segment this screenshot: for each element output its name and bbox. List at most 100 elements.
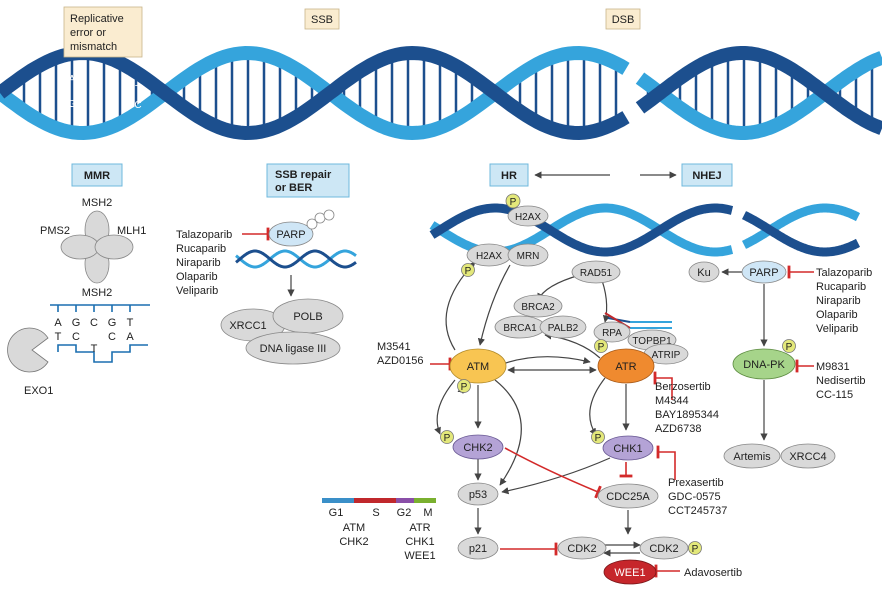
rpa-node	[593, 321, 631, 343]
h2ax-label: H2AX	[476, 251, 502, 262]
phospho-marker-icon	[594, 339, 608, 353]
brca2-label: BRCA2	[521, 302, 555, 313]
replicative-label-2: error or	[70, 27, 106, 39]
h2ax-top-label: H2AX	[515, 212, 541, 223]
mrn-label: MRN	[517, 251, 540, 262]
msh2-bottom-label: MSH2	[82, 287, 113, 299]
mmr-box	[71, 163, 123, 187]
exo1-pacman-icon	[7, 327, 49, 373]
atr-drug-4: AZD6738	[655, 423, 701, 435]
cdk2-right-node	[639, 536, 689, 560]
cdk2-left-label: CDK2	[567, 543, 596, 555]
chk2-node	[452, 434, 504, 460]
cc-col1-item: CHK2	[339, 536, 368, 548]
phospho-label: P	[465, 266, 472, 277]
phase-m-label: M	[423, 507, 432, 519]
phase-s-label: S	[372, 507, 379, 519]
p21-node	[457, 536, 499, 560]
topbp1-label: TOPBP1	[632, 336, 672, 347]
ssb-repair-box	[266, 163, 350, 198]
rad51-label: RAD51	[580, 268, 613, 279]
dna-strand	[429, 203, 734, 257]
ssb-repair-label-2: or BER	[275, 182, 312, 194]
nhej-parp-label: PARP	[749, 267, 778, 279]
phase-g2-label: G2	[397, 507, 412, 519]
phase-bar-g1	[322, 498, 354, 503]
seq-top-5: T	[127, 317, 134, 329]
dsb-label: DSB	[612, 14, 635, 26]
atr-drug-3: BAY1895344	[655, 409, 719, 421]
atm-drug-2: AZD0156	[377, 355, 423, 367]
dnapk-drug-2: Nedisertib	[816, 375, 866, 387]
exo1-label: EXO1	[24, 385, 53, 397]
seq-top-1: A	[54, 317, 62, 329]
chk1-drug-1: Prexasertib	[668, 477, 724, 489]
nhej-drug-2: Rucaparib	[816, 281, 866, 293]
mrn-node	[507, 243, 549, 267]
p53-node	[457, 482, 499, 506]
phospho-marker-icon	[688, 541, 702, 555]
ber-drug-1: Talazoparib	[176, 229, 232, 241]
atm-drug-1: M3541	[377, 341, 411, 353]
dna-strand	[235, 249, 357, 269]
ssb-box	[304, 8, 340, 30]
phospho-marker-icon	[461, 263, 475, 277]
chk1-node	[602, 435, 654, 461]
dna-strand	[235, 249, 357, 269]
base-t: T	[135, 84, 141, 95]
brca2-node	[513, 294, 563, 318]
mlh1-label: MLH1	[117, 225, 146, 237]
atr-label: ATR	[615, 361, 636, 373]
dnapk-drug-3: CC-115	[816, 389, 853, 401]
seq-top-4: G	[108, 317, 117, 329]
chk1-label: CHK1	[613, 443, 642, 455]
nhej-drug-1: Talazoparib	[816, 267, 872, 279]
xrcc1-label: XRCC1	[229, 320, 266, 332]
base-g: G	[68, 99, 76, 110]
artemis-label: Artemis	[733, 451, 771, 463]
seq-top-2: G	[72, 317, 81, 329]
p21-label: p21	[469, 543, 487, 555]
dna-strand	[635, 51, 882, 140]
dnapk-label: DNA-PK	[743, 359, 785, 371]
rad51-node	[571, 260, 621, 284]
nhej-drug-3: Niraparib	[816, 295, 861, 307]
ber-drug-3: Niraparib	[176, 257, 221, 269]
dna-ligase-label: DNA ligase III	[260, 343, 327, 355]
dna-strand	[741, 211, 861, 257]
seq-bottom-3: T	[91, 343, 98, 355]
seq-bottom-4: C	[108, 331, 116, 343]
palb2-label: PALB2	[548, 323, 579, 334]
artemis-node	[723, 443, 781, 469]
phospho-marker-icon	[505, 193, 521, 209]
xrcc4-node	[780, 443, 836, 469]
phospho-label: P	[510, 197, 517, 208]
dna-strand	[635, 46, 882, 135]
phospho-marker-icon	[440, 430, 454, 444]
phospho-label: P	[598, 342, 605, 353]
chk1-drug-3: CCT245737	[668, 505, 727, 517]
seq-bottom-1: T	[55, 331, 62, 343]
chk2-label: CHK2	[463, 442, 492, 454]
ssb-label: SSB	[311, 14, 333, 26]
seq-top-3: C	[90, 317, 98, 329]
cc-col1-item: ATM	[343, 522, 365, 534]
phospho-label: P	[692, 544, 699, 555]
wee1-label: WEE1	[614, 567, 645, 579]
phase-bar-m	[414, 498, 436, 503]
pms2-label: PMS2	[40, 225, 70, 237]
mmr-label: MMR	[84, 170, 110, 182]
dnapk-drug-1: M9831	[816, 361, 850, 373]
h2ax-top-node	[507, 205, 549, 227]
phase-g1-label: G1	[329, 507, 344, 519]
atr-drug-1: Berzosertib	[655, 381, 711, 393]
cdc25a-node	[597, 483, 659, 509]
par-chain-icon	[306, 209, 335, 230]
dna-helix-top	[0, 45, 882, 141]
ber-parp-node	[268, 221, 314, 247]
atm-node	[449, 348, 507, 384]
replicative-label-1: Replicative	[70, 13, 124, 25]
nhej-drug-4: Olaparib	[816, 309, 858, 321]
base-a: A	[69, 74, 76, 85]
phospho-marker-icon	[457, 379, 471, 393]
